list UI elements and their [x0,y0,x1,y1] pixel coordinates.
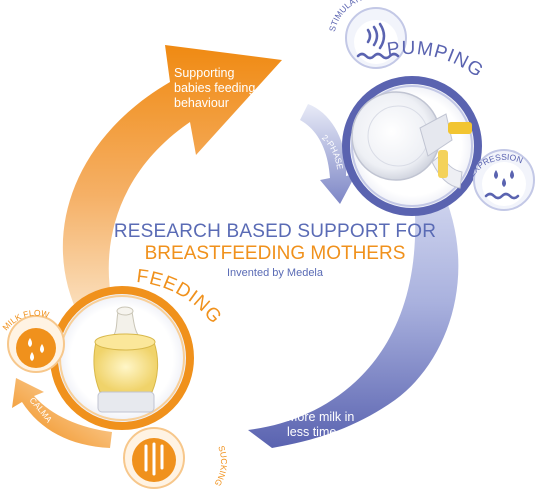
calma-arrow [12,378,112,448]
purple-arrow-note: More milk in less time [287,410,355,439]
two-phase-arrow [300,104,356,204]
orange-cycle-arrow [62,45,282,318]
calma-bottle-image [93,306,159,413]
expression-bubble [473,149,535,211]
orange-arrow-note: Supporting babies feeding behaviour [174,66,256,110]
sucking-label: SUCKING [213,444,230,488]
main-subtitle: BREASTFEEDING MOTHERS [144,243,406,264]
breast-pump-image [351,91,472,189]
expression-wave-icon [484,192,520,200]
stimulation-bubble [345,7,407,69]
stimulation-wave-icon [356,22,400,60]
main-title: RESEARCH BASED SUPPORT FOR [113,221,437,242]
purple-cycle-arrow [248,185,459,448]
milk-flow-bubble [7,315,65,373]
milk-drops-icon [494,170,514,187]
sucking-bubble [123,427,185,489]
sucking-waves-icon [144,442,164,476]
invented-by: Invented by Medela [226,267,323,279]
milk-drops-icon [28,338,44,361]
